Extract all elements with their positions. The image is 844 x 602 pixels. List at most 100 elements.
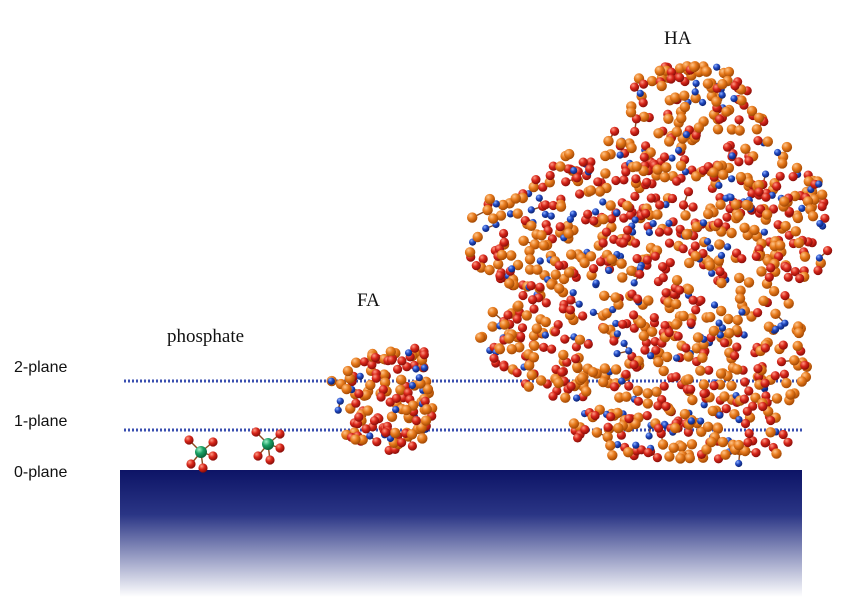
- oxygen-atom: [566, 305, 575, 314]
- carbon-atom: [539, 240, 549, 250]
- oxygen-atom: [420, 350, 429, 359]
- nitrogen-atom: [646, 229, 653, 236]
- nitrogen-atom: [762, 171, 769, 178]
- oxygen-atom: [610, 127, 619, 136]
- oxygen-atom: [275, 443, 284, 452]
- carbon-atom: [716, 306, 726, 316]
- oxygen-atom: [639, 80, 648, 89]
- carbon-atom: [522, 310, 532, 320]
- nitrogen-atom: [716, 320, 723, 327]
- oxygen-atom: [351, 399, 360, 408]
- oxygen-atom: [687, 319, 696, 328]
- carbon-atom: [506, 250, 516, 260]
- carbon-atom: [775, 240, 785, 250]
- oxygen-atom: [596, 257, 605, 266]
- oxygen-atom: [609, 336, 618, 345]
- carbon-atom: [652, 209, 662, 219]
- carbon-atom: [532, 323, 542, 333]
- atom-layer: [184, 61, 832, 473]
- oxygen-atom: [198, 463, 207, 472]
- carbon-atom: [735, 293, 745, 303]
- oxygen-atom: [567, 382, 576, 391]
- carbon-atom: [341, 384, 351, 394]
- oxygen-atom: [761, 379, 770, 388]
- oxygen-atom: [618, 320, 627, 329]
- carbon-atom: [616, 259, 626, 269]
- oxygen-atom: [575, 189, 584, 198]
- oxygen-atom: [650, 313, 659, 322]
- carbon-atom: [595, 186, 605, 196]
- carbon-atom: [664, 136, 674, 146]
- nitrogen-atom: [727, 194, 734, 201]
- nitrogen-atom: [614, 330, 621, 337]
- carbon-atom: [679, 91, 689, 101]
- oxygen-atom: [675, 286, 684, 295]
- oxygen-atom: [691, 241, 700, 250]
- carbon-atom: [484, 265, 494, 275]
- oxygen-atom: [619, 238, 628, 247]
- oxygen-atom: [753, 308, 762, 317]
- oxygen-atom: [542, 298, 551, 307]
- nitrogen-atom: [675, 147, 682, 154]
- oxygen-atom: [672, 372, 681, 381]
- oxygen-atom: [527, 281, 536, 290]
- nitrogen-atom: [761, 229, 768, 236]
- oxygen-atom: [397, 438, 406, 447]
- carbon-atom: [684, 284, 694, 294]
- carbon-atom: [647, 76, 657, 86]
- oxygen-atom: [745, 429, 754, 438]
- carbon-atom: [670, 92, 680, 102]
- oxygen-atom: [591, 411, 600, 420]
- oxygen-atom: [640, 346, 649, 355]
- oxygen-atom: [556, 222, 565, 231]
- nitrogen-atom: [570, 289, 577, 296]
- carbon-atom: [611, 364, 621, 374]
- oxygen-atom: [624, 382, 633, 391]
- oxygen-atom: [630, 360, 639, 369]
- nitrogen-atom: [570, 167, 577, 174]
- oxygen-atom: [208, 451, 217, 460]
- nitrogen-atom: [692, 88, 699, 95]
- carbon-atom: [566, 249, 576, 259]
- oxygen-atom: [593, 177, 602, 186]
- carbon-atom: [771, 448, 781, 458]
- plane-2-label: 2-plane: [14, 359, 67, 377]
- carbon-atom: [676, 113, 686, 123]
- oxygen-atom: [500, 238, 509, 247]
- oxygen-atom: [714, 218, 723, 227]
- phosphorus-atom: [195, 446, 207, 458]
- oxygen-atom: [397, 356, 406, 365]
- carbon-atom: [488, 307, 498, 317]
- phosphorus-atom: [262, 438, 274, 450]
- carbon-atom: [779, 196, 789, 206]
- carbon-atom: [705, 312, 715, 322]
- nitrogen-atom: [416, 374, 423, 381]
- oxygen-atom: [659, 273, 668, 282]
- oxygen-atom: [776, 172, 785, 181]
- oxygen-atom: [408, 441, 417, 450]
- oxygen-atom: [372, 374, 381, 383]
- carbon-atom: [676, 161, 686, 171]
- carbon-atom: [643, 295, 653, 305]
- oxygen-atom: [381, 428, 390, 437]
- oxygen-atom: [630, 192, 639, 201]
- nitrogen-atom: [798, 205, 805, 212]
- oxygen-atom: [641, 209, 650, 218]
- carbon-atom: [718, 437, 728, 447]
- oxygen-atom: [722, 404, 731, 413]
- carbon-atom: [718, 170, 728, 180]
- carbon-atom: [660, 172, 670, 182]
- oxygen-atom: [675, 73, 684, 82]
- oxygen-atom: [599, 238, 608, 247]
- nitrogen-atom: [707, 245, 714, 252]
- nitrogen-atom: [772, 326, 779, 333]
- nitrogen-atom: [548, 213, 555, 220]
- carbon-atom: [577, 373, 587, 383]
- carbon-atom: [731, 200, 741, 210]
- oxygen-atom: [818, 202, 827, 211]
- carbon-atom: [733, 315, 743, 325]
- carbon-atom: [705, 260, 715, 270]
- carbon-atom: [734, 440, 744, 450]
- oxygen-atom: [546, 171, 555, 180]
- oxygen-atom: [634, 397, 643, 406]
